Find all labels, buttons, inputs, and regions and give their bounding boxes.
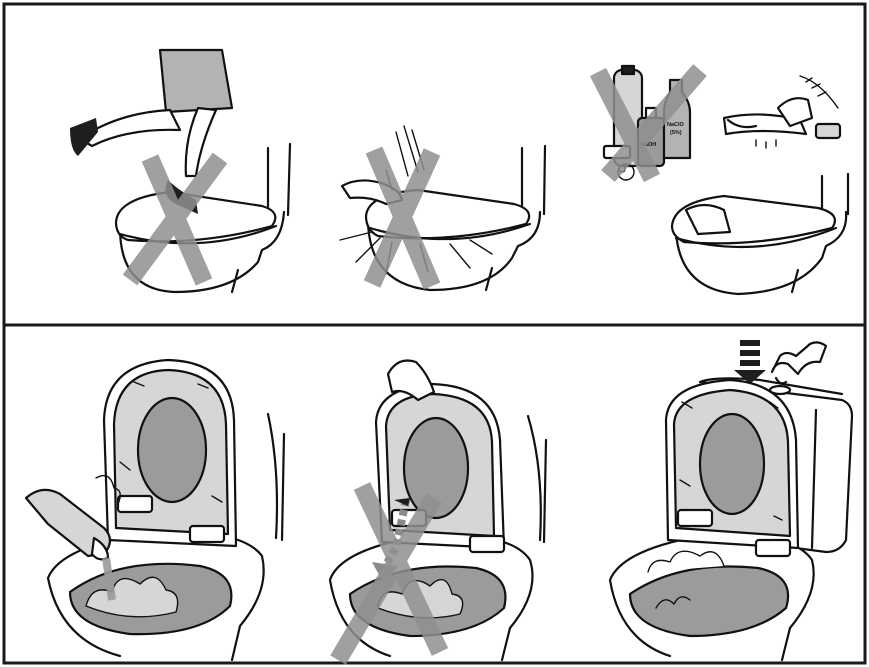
push-down-arrow-icon [734, 340, 766, 384]
panel-no-slamming [340, 126, 545, 290]
bleach-label: NaClO [667, 122, 685, 128]
panel-open-lid-cleaner [26, 360, 284, 660]
panel-cleaning-agents: NaOH NaClO (5%) [598, 66, 848, 294]
panel-press-flush [610, 340, 852, 660]
panel-no-standing [70, 50, 290, 292]
bleach-percent-label: (5%) [670, 130, 682, 136]
forbidden-chemicals: NaOH NaClO (5%) [598, 66, 700, 180]
mild-soap-cloth [724, 76, 840, 148]
panel-no-dropping-lid [330, 361, 546, 661]
